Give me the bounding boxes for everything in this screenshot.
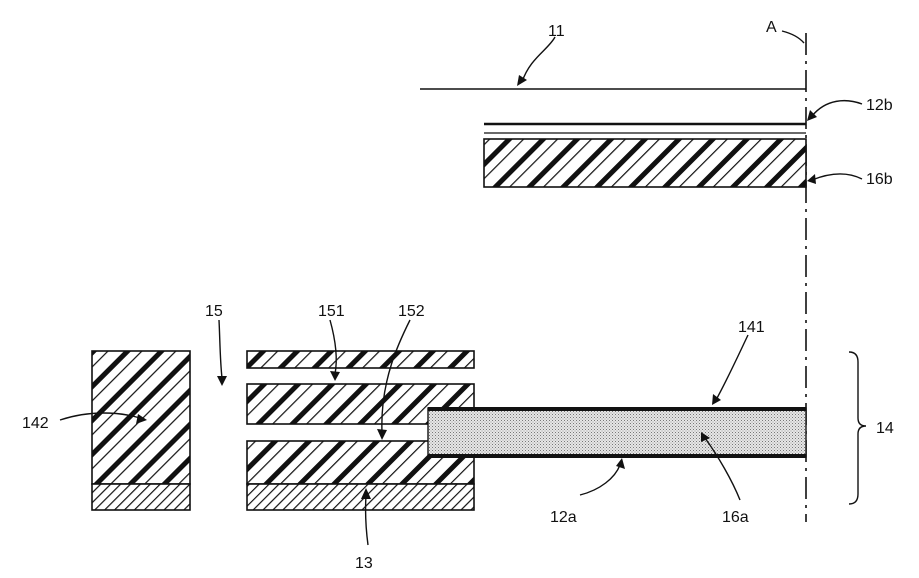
label-16b: 16b	[866, 171, 893, 188]
label-12b: 12b	[866, 97, 893, 114]
label-12a: 12a	[550, 509, 577, 526]
leader-12b	[812, 101, 862, 116]
label-152: 152	[398, 303, 425, 320]
leader-141	[716, 335, 748, 400]
leader-11	[522, 37, 555, 82]
bar-16a	[428, 408, 806, 457]
leader-16b	[812, 174, 862, 180]
arrowhead-11	[517, 75, 527, 86]
leader-15	[219, 320, 222, 378]
arrowhead-151	[330, 371, 340, 381]
arrowhead-12a	[616, 458, 625, 469]
plate-151-top	[247, 351, 474, 368]
label-142: 142	[22, 415, 49, 432]
leader-a	[782, 31, 804, 43]
label-11: 11	[548, 23, 565, 40]
arrowhead-141	[712, 394, 721, 405]
label-141: 141	[738, 319, 765, 336]
label-151: 151	[318, 303, 345, 320]
label-a: A	[766, 19, 777, 36]
block-16b	[484, 139, 806, 187]
arrowhead-16b	[807, 174, 816, 184]
leader-12a	[580, 465, 620, 495]
label-13: 13	[355, 555, 373, 572]
label-16a: 16a	[722, 509, 749, 526]
label-14: 14	[876, 420, 894, 437]
label-15: 15	[205, 303, 223, 320]
arrowhead-15	[217, 376, 227, 386]
base-142	[92, 484, 190, 510]
brace-14	[849, 352, 866, 504]
arrowhead-152	[377, 429, 387, 440]
base-13	[247, 484, 474, 510]
